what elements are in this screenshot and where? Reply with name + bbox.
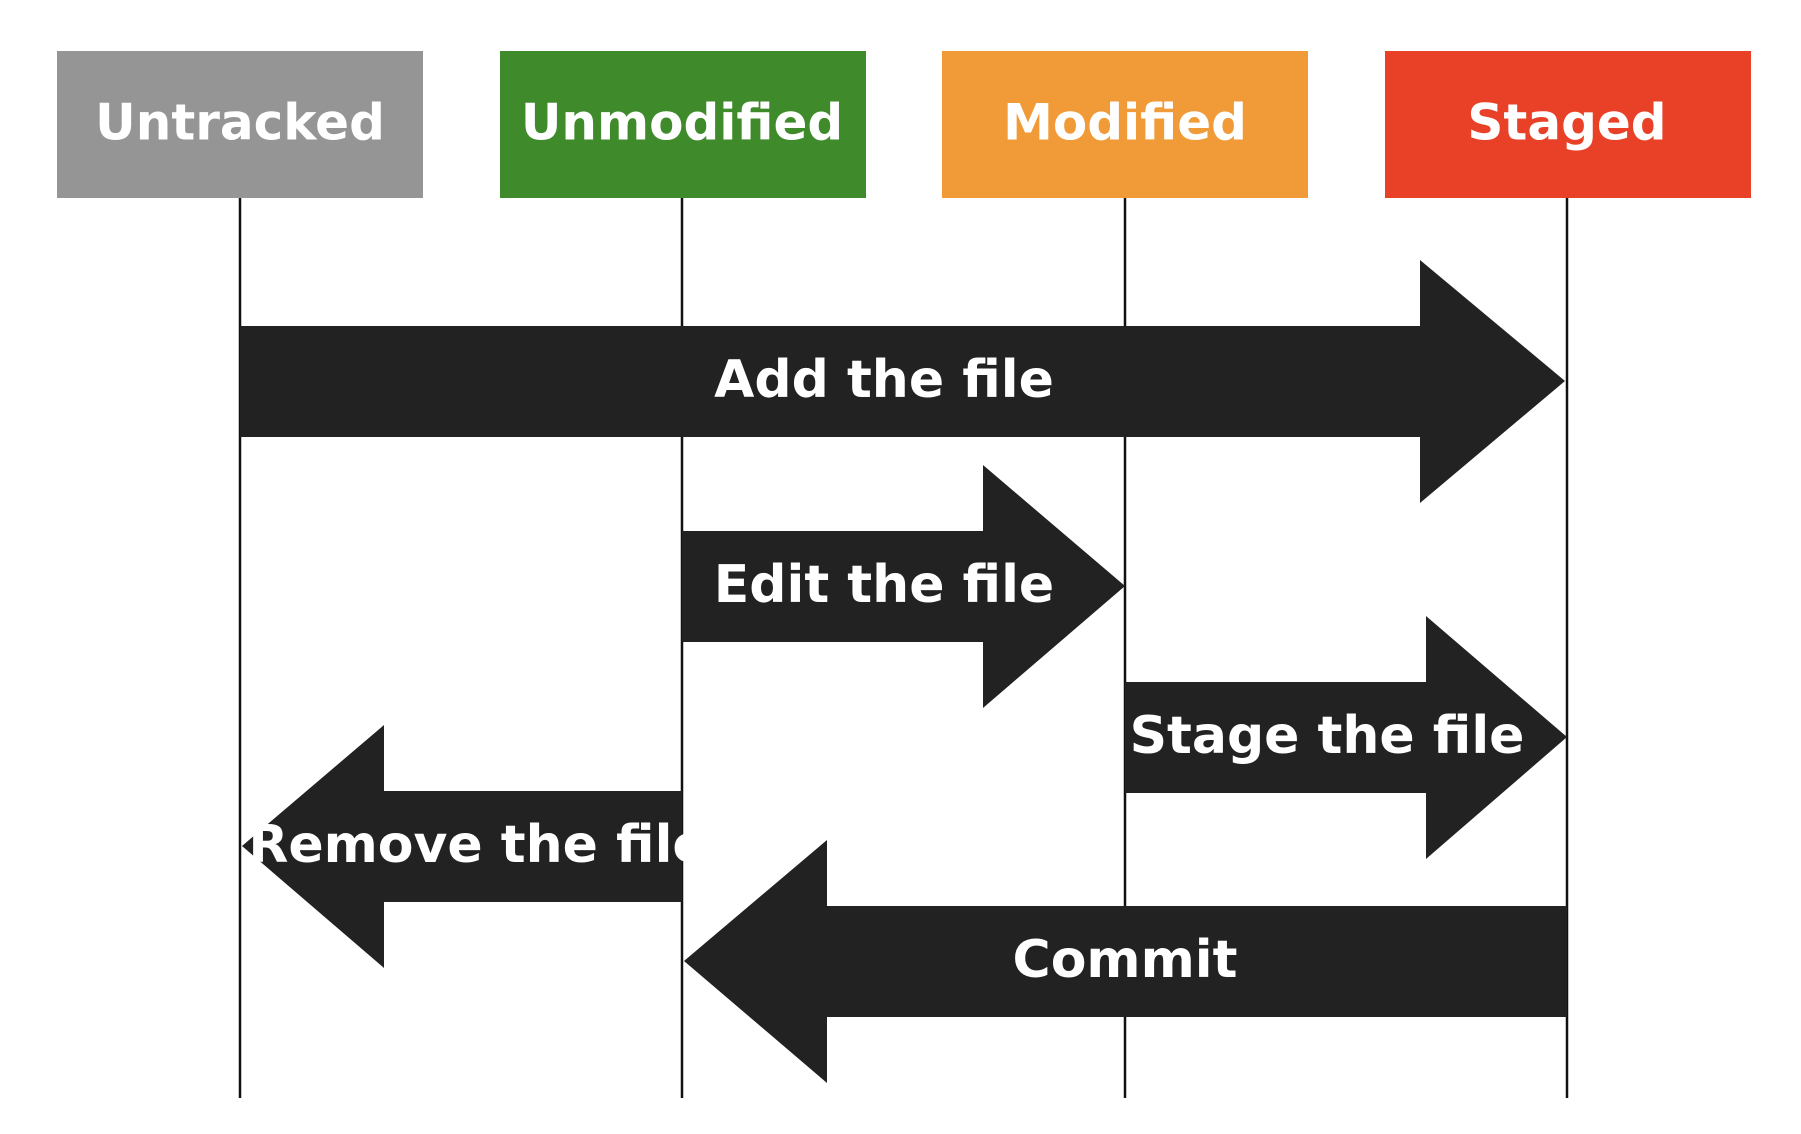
- transition-remove: Remove the file: [242, 725, 708, 968]
- stage-arrow: [1125, 616, 1567, 859]
- add-arrow-label: Add the file: [714, 350, 1054, 410]
- remove-arrow-label: Remove the file: [248, 815, 707, 875]
- transition-edit: Edit the file: [682, 465, 1125, 708]
- state-staged-label: Staged: [1467, 94, 1666, 152]
- transition-add: Add the file: [240, 260, 1565, 503]
- edit-arrow-label: Edit the file: [714, 555, 1054, 615]
- edit-arrow: [682, 465, 1125, 708]
- stage-arrow-label: Stage the file: [1130, 706, 1525, 766]
- commit-arrow-label: Commit: [1013, 930, 1238, 990]
- remove-arrow: [242, 725, 682, 968]
- state-staged-box: [1385, 51, 1751, 198]
- state-unmodified-box: [500, 51, 866, 198]
- state-unmodified: Unmodified: [500, 51, 866, 198]
- state-unmodified-label: Unmodified: [521, 94, 843, 152]
- state-untracked-label: Untracked: [95, 94, 385, 152]
- add-arrow: [240, 260, 1565, 503]
- commit-arrow: [684, 840, 1567, 1083]
- state-untracked: Untracked: [57, 51, 423, 198]
- state-staged: Staged: [1385, 51, 1751, 198]
- state-modified: Modified: [942, 51, 1308, 198]
- transition-commit: Commit: [684, 840, 1567, 1083]
- state-modified-box: [942, 51, 1308, 198]
- transition-stage: Stage the file: [1125, 616, 1567, 859]
- state-untracked-box: [57, 51, 423, 198]
- state-modified-label: Modified: [1003, 94, 1247, 152]
